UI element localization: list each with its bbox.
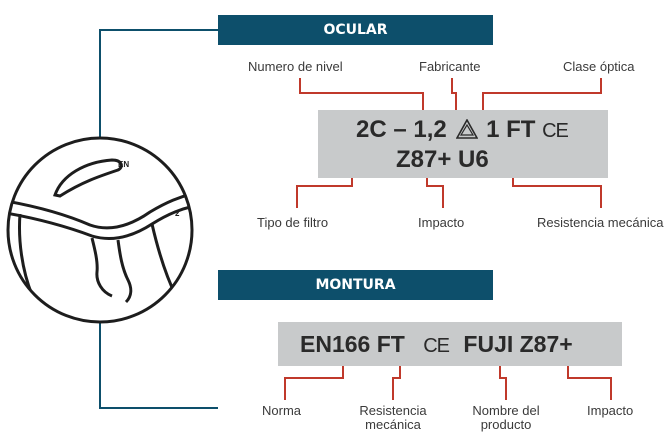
label-fabricante: Fabricante xyxy=(419,59,481,74)
label-impacto-montura: Impacto xyxy=(587,403,634,418)
ocular-title: OCULAR xyxy=(323,22,388,38)
leader-fabricante xyxy=(451,78,457,115)
montura-marking-line: EN166 FT CE FUJI Z87+ xyxy=(300,330,573,360)
leader-impacto xyxy=(426,172,444,208)
ocular-marking-line2: Z87+ U6 xyxy=(396,146,489,173)
label-resistencia-montura: Resistencia mecánica xyxy=(353,404,433,432)
leader-norma xyxy=(284,365,344,400)
glasses-illustration: EN 2 xyxy=(6,136,194,324)
montura-marking-plate: EN166 FT CE FUJI Z87+ xyxy=(278,322,622,366)
leader-resistencia-montura xyxy=(392,365,401,400)
ocular-marking-plate: 2C – 1,2 1 FT CE Z87+ U6 xyxy=(318,110,608,178)
leader-impacto-montura xyxy=(567,365,612,400)
label-norma: Norma xyxy=(262,403,302,418)
ocular-banner: OCULAR xyxy=(218,15,493,45)
montura-title: MONTURA xyxy=(315,277,396,293)
ocular-marking-class: 1 FT xyxy=(486,116,536,143)
lens-text-top: EN xyxy=(118,160,129,169)
leader-nombre xyxy=(499,365,507,400)
connector-ocular xyxy=(99,29,218,157)
label-numero-nivel: Numero de nivel xyxy=(248,59,343,74)
label-nombre-producto-1: Nombre del xyxy=(472,403,540,418)
label-clase-optica: Clase óptica xyxy=(563,59,635,74)
ocular-marking-line1: 2C – 1,2 1 FT CE xyxy=(356,116,569,145)
label-nombre-producto-2: producto xyxy=(480,417,532,432)
label-resistencia-montura-1: Resistencia xyxy=(359,403,427,418)
ocular-marking-code: 2C – 1,2 xyxy=(356,116,447,143)
leader-clase-optica xyxy=(482,78,602,115)
montura-marking-standard: EN166 FT xyxy=(300,331,405,357)
lens-text-right: 2 xyxy=(175,209,180,218)
connector-montura xyxy=(99,305,218,409)
label-impacto: Impacto xyxy=(418,215,465,230)
optical-class-triangle-icon xyxy=(456,118,479,139)
label-nombre-producto: Nombre del producto xyxy=(463,404,549,432)
ce-mark-icon: CE xyxy=(423,335,450,357)
label-tipo-filtro: Tipo de filtro xyxy=(257,215,329,230)
ce-mark-icon: CE xyxy=(542,120,569,142)
montura-banner: MONTURA xyxy=(218,270,493,300)
leader-numero-nivel xyxy=(299,78,424,115)
label-resistencia-montura-2: mecánica xyxy=(365,417,421,432)
label-resistencia: Resistencia mecánica xyxy=(537,215,664,230)
montura-marking-product: FUJI Z87+ xyxy=(463,331,573,357)
